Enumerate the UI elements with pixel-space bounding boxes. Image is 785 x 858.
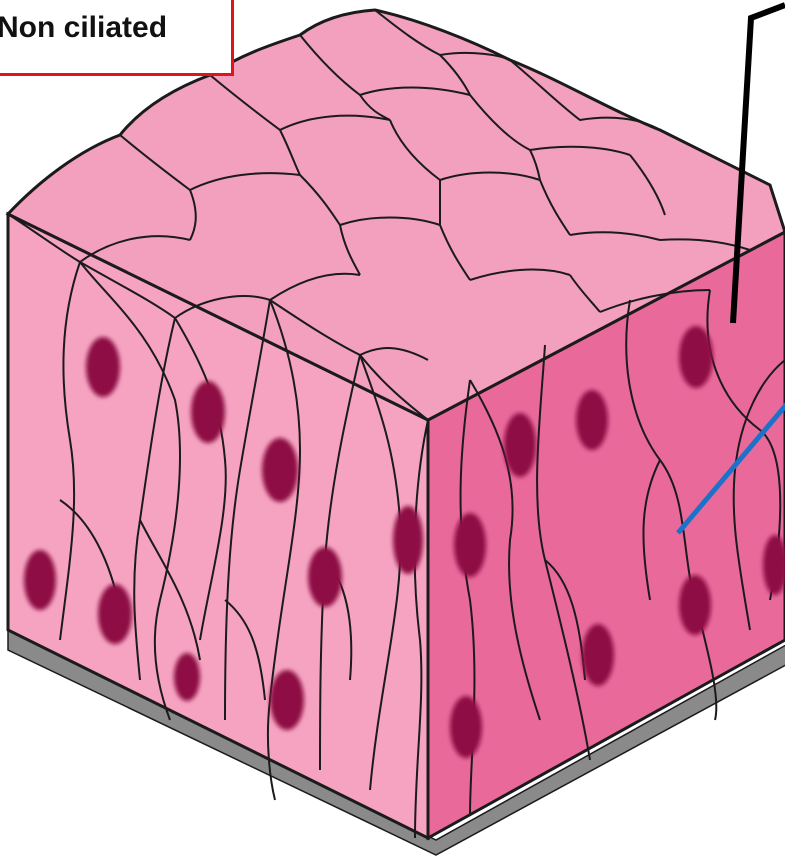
nucleus xyxy=(98,584,132,644)
nucleus xyxy=(270,670,304,730)
nucleus xyxy=(504,413,536,477)
nucleus xyxy=(24,550,56,610)
nucleus xyxy=(679,326,713,388)
nucleus xyxy=(86,337,120,397)
non-ciliated-label: Non ciliated xyxy=(0,11,167,45)
nucleus xyxy=(679,575,711,635)
nucleus xyxy=(582,624,614,686)
nucleus xyxy=(393,506,423,574)
label-box: Non ciliated xyxy=(0,0,234,76)
nucleus xyxy=(174,653,200,701)
nucleus xyxy=(450,696,482,758)
nucleus xyxy=(308,547,342,607)
nucleus xyxy=(191,381,225,443)
nucleus xyxy=(576,390,608,450)
nucleus xyxy=(454,513,486,577)
nucleus xyxy=(262,438,298,502)
